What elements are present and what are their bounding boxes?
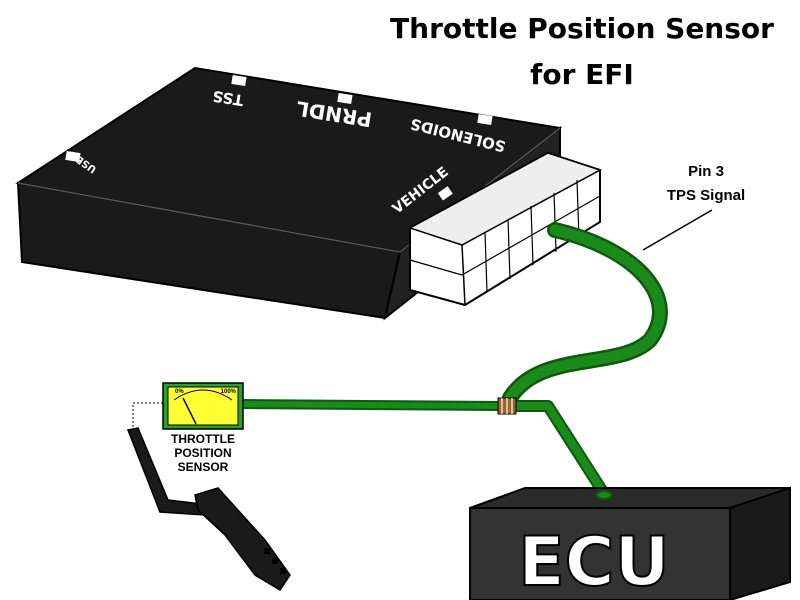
connector-edge [461,244,466,306]
connector-pin-grid [409,179,601,293]
wire-sensor [239,401,501,409]
sensor-caption-2: POSITION [174,446,231,460]
ecu-box: ECU [469,486,791,600]
sensor-caption-3: SENSOR [178,460,229,474]
label-tss: TSS [211,87,245,110]
pedal-grip [264,548,286,574]
connector-top [408,152,602,246]
ecu-label: ECU [518,523,670,600]
sensor-needle [182,397,197,425]
controller-edge [17,127,561,253]
title-line-2: for EFI [530,58,634,91]
sensor-dial-arc [173,389,233,401]
sensor-max-label: 100% [221,389,237,395]
throttle-pedal-icon [126,427,291,592]
wire-tps-signal [504,224,666,404]
throttle-position-sensor: 0% 100% [162,382,244,430]
port-marker-tss [231,74,247,87]
pedal-pad [194,487,291,592]
sensor-caption-1: THROTTLE [171,432,235,446]
sensor-dial-face [167,386,239,426]
port-marker-vehicle [437,186,453,201]
callout-pin: Pin 3 [688,163,724,180]
wire-splice [497,397,517,415]
sensor-pedal-link [132,402,163,432]
ecu-side [729,486,791,600]
port-marker-usb [65,150,81,163]
wire-ecu [515,402,609,498]
vehicle-connector [408,151,602,307]
callout-signal: TPS Signal [667,187,745,204]
sensor-min-label: 0% [175,389,184,395]
port-marker-prndl [337,92,353,105]
callout-pointer [642,209,713,251]
ecu-front [469,507,731,600]
title-line-1: Throttle Position Sensor [390,12,774,45]
port-marker-solenoids [477,113,493,126]
ecu-wire-entry [596,490,612,500]
